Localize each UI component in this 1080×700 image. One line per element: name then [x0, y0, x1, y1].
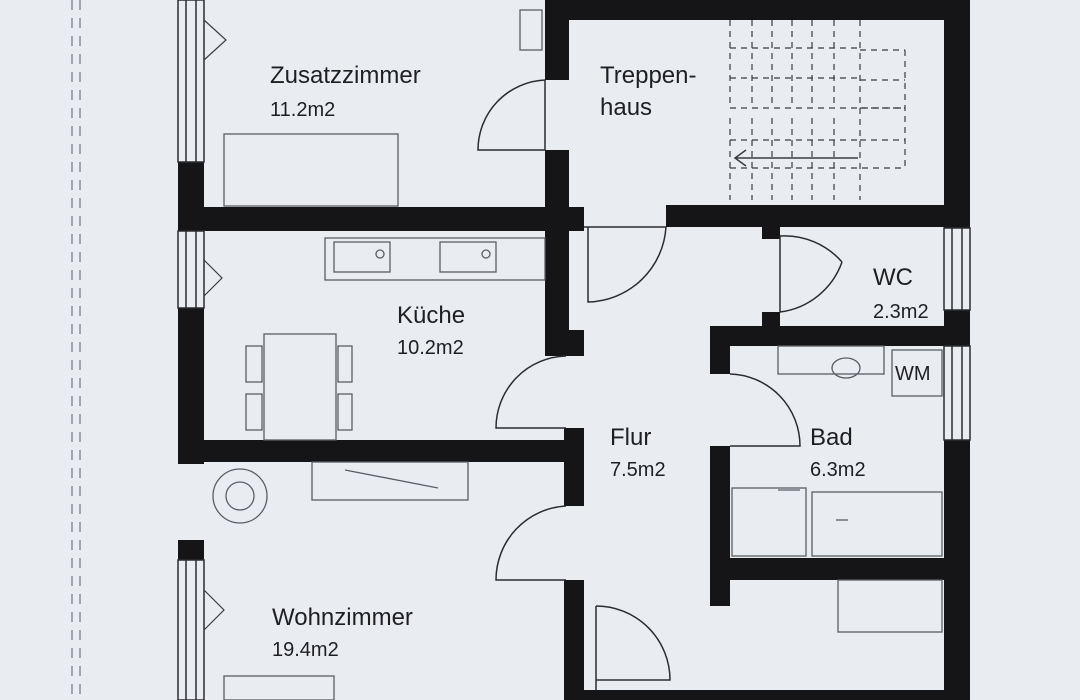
- room-area-wohnzimmer: 19.4m2: [272, 639, 339, 661]
- room-name-kueche: Küche: [397, 302, 466, 329]
- room-area-zusatzzimmer: 11.2m2: [270, 99, 336, 121]
- room-area-wc: 2.3m2: [873, 301, 929, 323]
- staircase: [729, 20, 906, 200]
- window-swing-marks: [203, 19, 227, 631]
- room-name-treppenhaus-line2: haus: [600, 94, 653, 121]
- room-name-wc: WC: [873, 264, 913, 291]
- stair-direction-arrow: [733, 149, 858, 167]
- furniture: [212, 9, 943, 700]
- windows-left: [177, 0, 205, 700]
- walls: [178, 0, 970, 700]
- windows-right: [943, 227, 971, 441]
- room-area-kueche: 10.2m2: [397, 337, 464, 359]
- doors: [477, 79, 843, 690]
- room-area-flur: 7.5m2: [610, 459, 666, 481]
- washing-machine-label: WM: [895, 363, 931, 385]
- exterior-guide-lines: [71, 0, 81, 700]
- room-name-flur: Flur: [610, 424, 652, 451]
- room-area-bad: 6.3m2: [810, 459, 866, 481]
- room-name-wohnzimmer: Wohnzimmer: [272, 604, 413, 631]
- room-name-treppenhaus-line1: Treppen-: [600, 62, 697, 89]
- room-name-bad: Bad: [810, 424, 853, 451]
- room-name-zusatzzimmer: Zusatzzimmer: [270, 62, 421, 89]
